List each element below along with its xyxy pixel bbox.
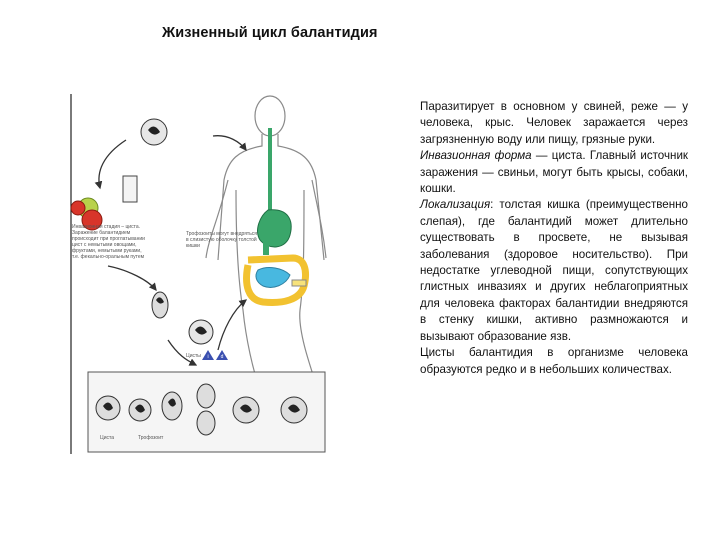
svg-text:i: i [207, 354, 208, 360]
arrow-left-top [99, 140, 126, 188]
small-intestine [256, 268, 290, 288]
life-cycle-figure: Инвазионная стадия – циста. Заражение ба… [68, 90, 330, 460]
digestive-tract [247, 128, 306, 302]
paragraph-2: Инвазионная форма — циста. Главный источ… [420, 148, 688, 197]
term-invasive-form: Инвазионная форма [420, 149, 532, 162]
marker-2-icon: d [216, 350, 228, 360]
page-title: Жизненный цикл балантидия [162, 25, 378, 41]
label-trophozoite: Трофозоит [138, 435, 164, 441]
arrow-top [213, 136, 246, 150]
arrow-right [218, 300, 246, 350]
paragraph-3-text: толстая кишка (преимущественно слепая), … [420, 198, 688, 342]
description-text: Паразитирует в основном у свиней, реже —… [420, 99, 688, 378]
label-cyst: Циста [100, 435, 114, 441]
caption-trophozoite-2: кишки [186, 243, 200, 249]
svg-text:d: d [221, 354, 224, 360]
caption-trophozoite-1: в слизистую оболочку толстой [186, 236, 257, 243]
paragraph-3: Локализация: толстая кишка (преимуществе… [420, 197, 688, 345]
marker-1-icon: i [202, 350, 214, 360]
stomach [258, 210, 292, 247]
food-icons [71, 176, 137, 230]
label-cysts: Цисты [186, 353, 201, 359]
zoom-box [292, 280, 306, 286]
term-localization: Локализация [420, 198, 490, 211]
strawberry-icon [71, 201, 85, 215]
paragraph-1: Паразитирует в основном у свиней, реже —… [420, 99, 688, 148]
glass-icon [123, 176, 137, 202]
arrow-left-mid [108, 266, 156, 290]
paragraph-4: Цисты балантидия в организме человека об… [420, 345, 688, 378]
life-cycle-illustration: Инвазионная стадия – циста. Заражение ба… [68, 90, 330, 460]
caption-invasion-5: т.е. фекально-оральным путем [72, 254, 145, 260]
trophozoite-mid [152, 292, 168, 318]
